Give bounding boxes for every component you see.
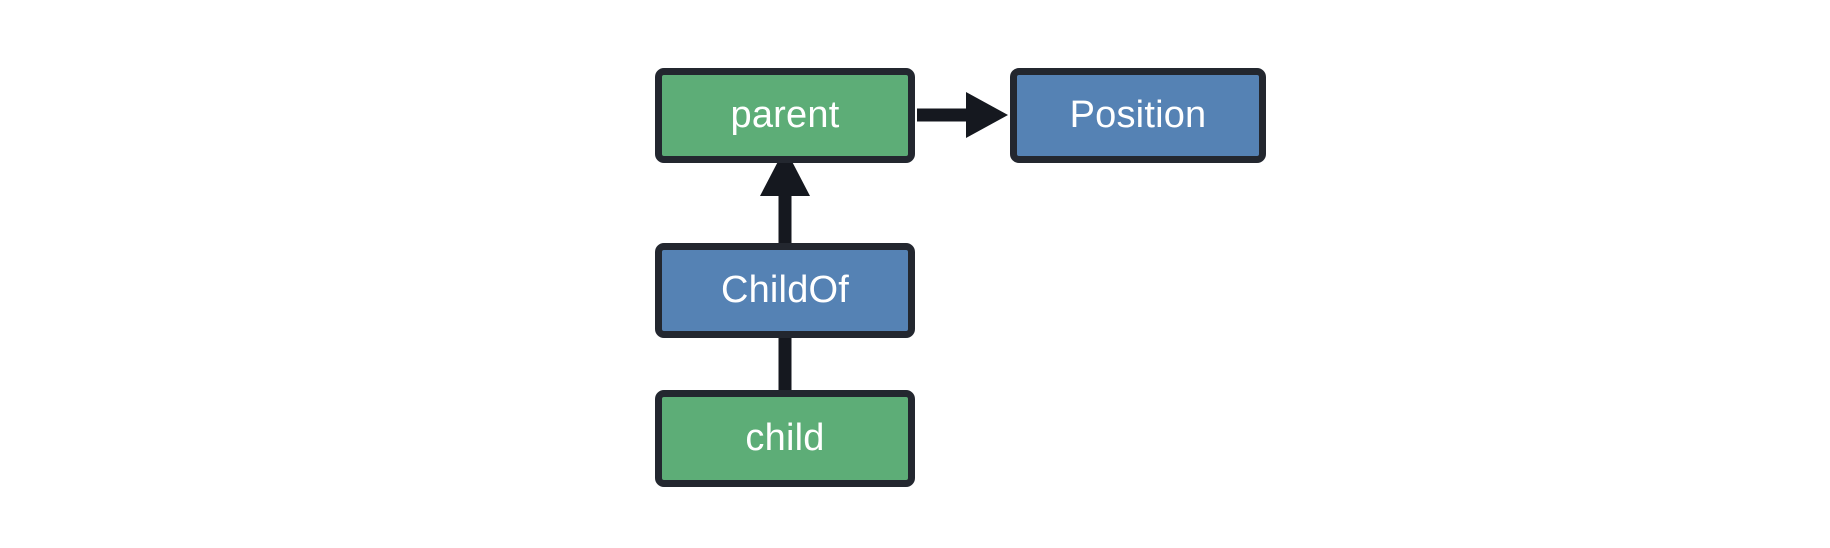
node-position-label: Position [1069, 93, 1207, 136]
edge-childof-to-parent [760, 148, 810, 243]
node-position[interactable]: Position [1010, 68, 1266, 163]
node-childof-label: ChildOf [720, 268, 850, 311]
node-child-label: child [745, 416, 825, 459]
edge-parent-to-position [917, 92, 1008, 138]
node-child[interactable]: child [655, 390, 915, 487]
node-parent-label: parent [730, 93, 840, 136]
node-parent[interactable]: parent [655, 68, 915, 163]
node-childof[interactable]: ChildOf [655, 243, 915, 338]
